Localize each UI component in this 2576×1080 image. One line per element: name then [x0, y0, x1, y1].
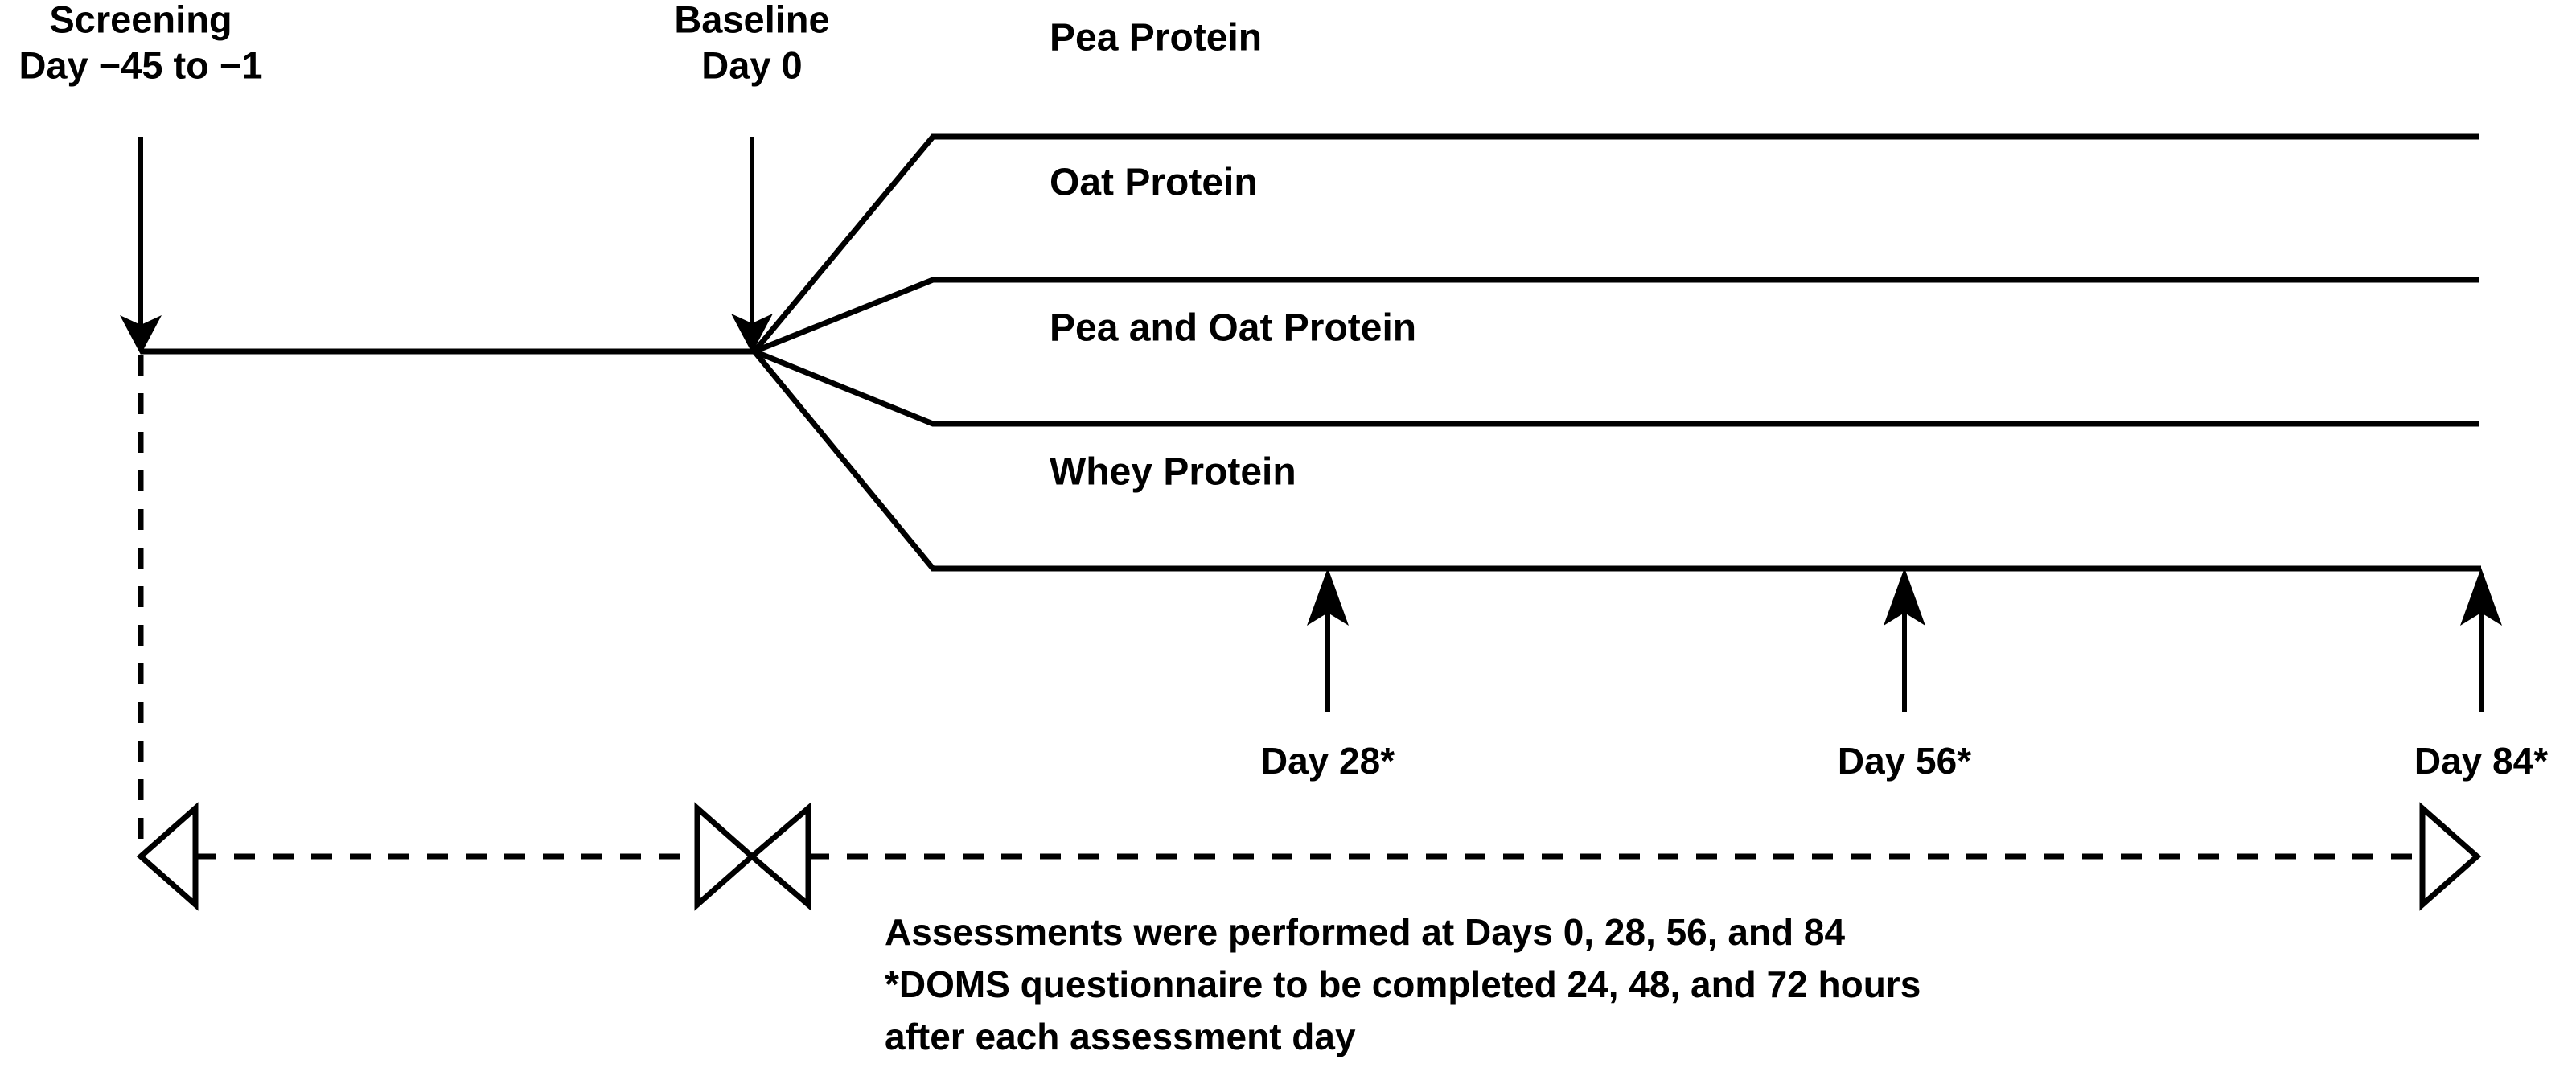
baseline-arrow-head: [731, 314, 773, 353]
day-28-label: Day 28*: [1261, 740, 1395, 782]
screening-label-line1: Screening: [49, 0, 232, 40]
footnote-line-1: Assessments were performed at Days 0, 28…: [885, 911, 1845, 953]
day-56-label: Day 56*: [1838, 740, 1971, 782]
timeline-bowtie-left-triangle: [694, 802, 757, 911]
screening-label-line2: Day −45 to −1: [18, 43, 262, 86]
footnote-line-3: after each assessment day: [885, 1016, 1356, 1057]
baseline-label-line1: Baseline: [674, 0, 829, 40]
timeline-left-arrowhead: [136, 802, 199, 911]
day-28-arrow-head: [1307, 568, 1349, 626]
arm-label-oat-protein: Oat Protein: [1050, 162, 1258, 204]
day-84-label: Day 84*: [2414, 740, 2548, 782]
timeline-bowtie-right-triangle: [747, 802, 811, 911]
arm-label-whey-protein: Whey Protein: [1050, 451, 1296, 494]
arm-line-oat-protein: [753, 277, 2479, 355]
arm-line-pea-protein: [752, 133, 2479, 354]
timeline-right-arrowhead: [2419, 802, 2482, 911]
arm-label-pea-and-oat-protein: Pea and Oat Protein: [1050, 307, 1416, 350]
day-56-arrow-head: [1884, 568, 1925, 626]
arm-line-whey-protein: [752, 349, 2481, 572]
screening-arrow-head: [120, 315, 162, 355]
footnote-line-2: *DOMS questionnaire to be completed 24, …: [885, 963, 1921, 1005]
day-84-arrow-head: [2460, 568, 2502, 626]
baseline-label-line2: Day 0: [701, 43, 802, 86]
arm-label-pea-protein: Pea Protein: [1050, 17, 1262, 60]
arm-line-pea-and-oat-protein: [753, 348, 2479, 427]
